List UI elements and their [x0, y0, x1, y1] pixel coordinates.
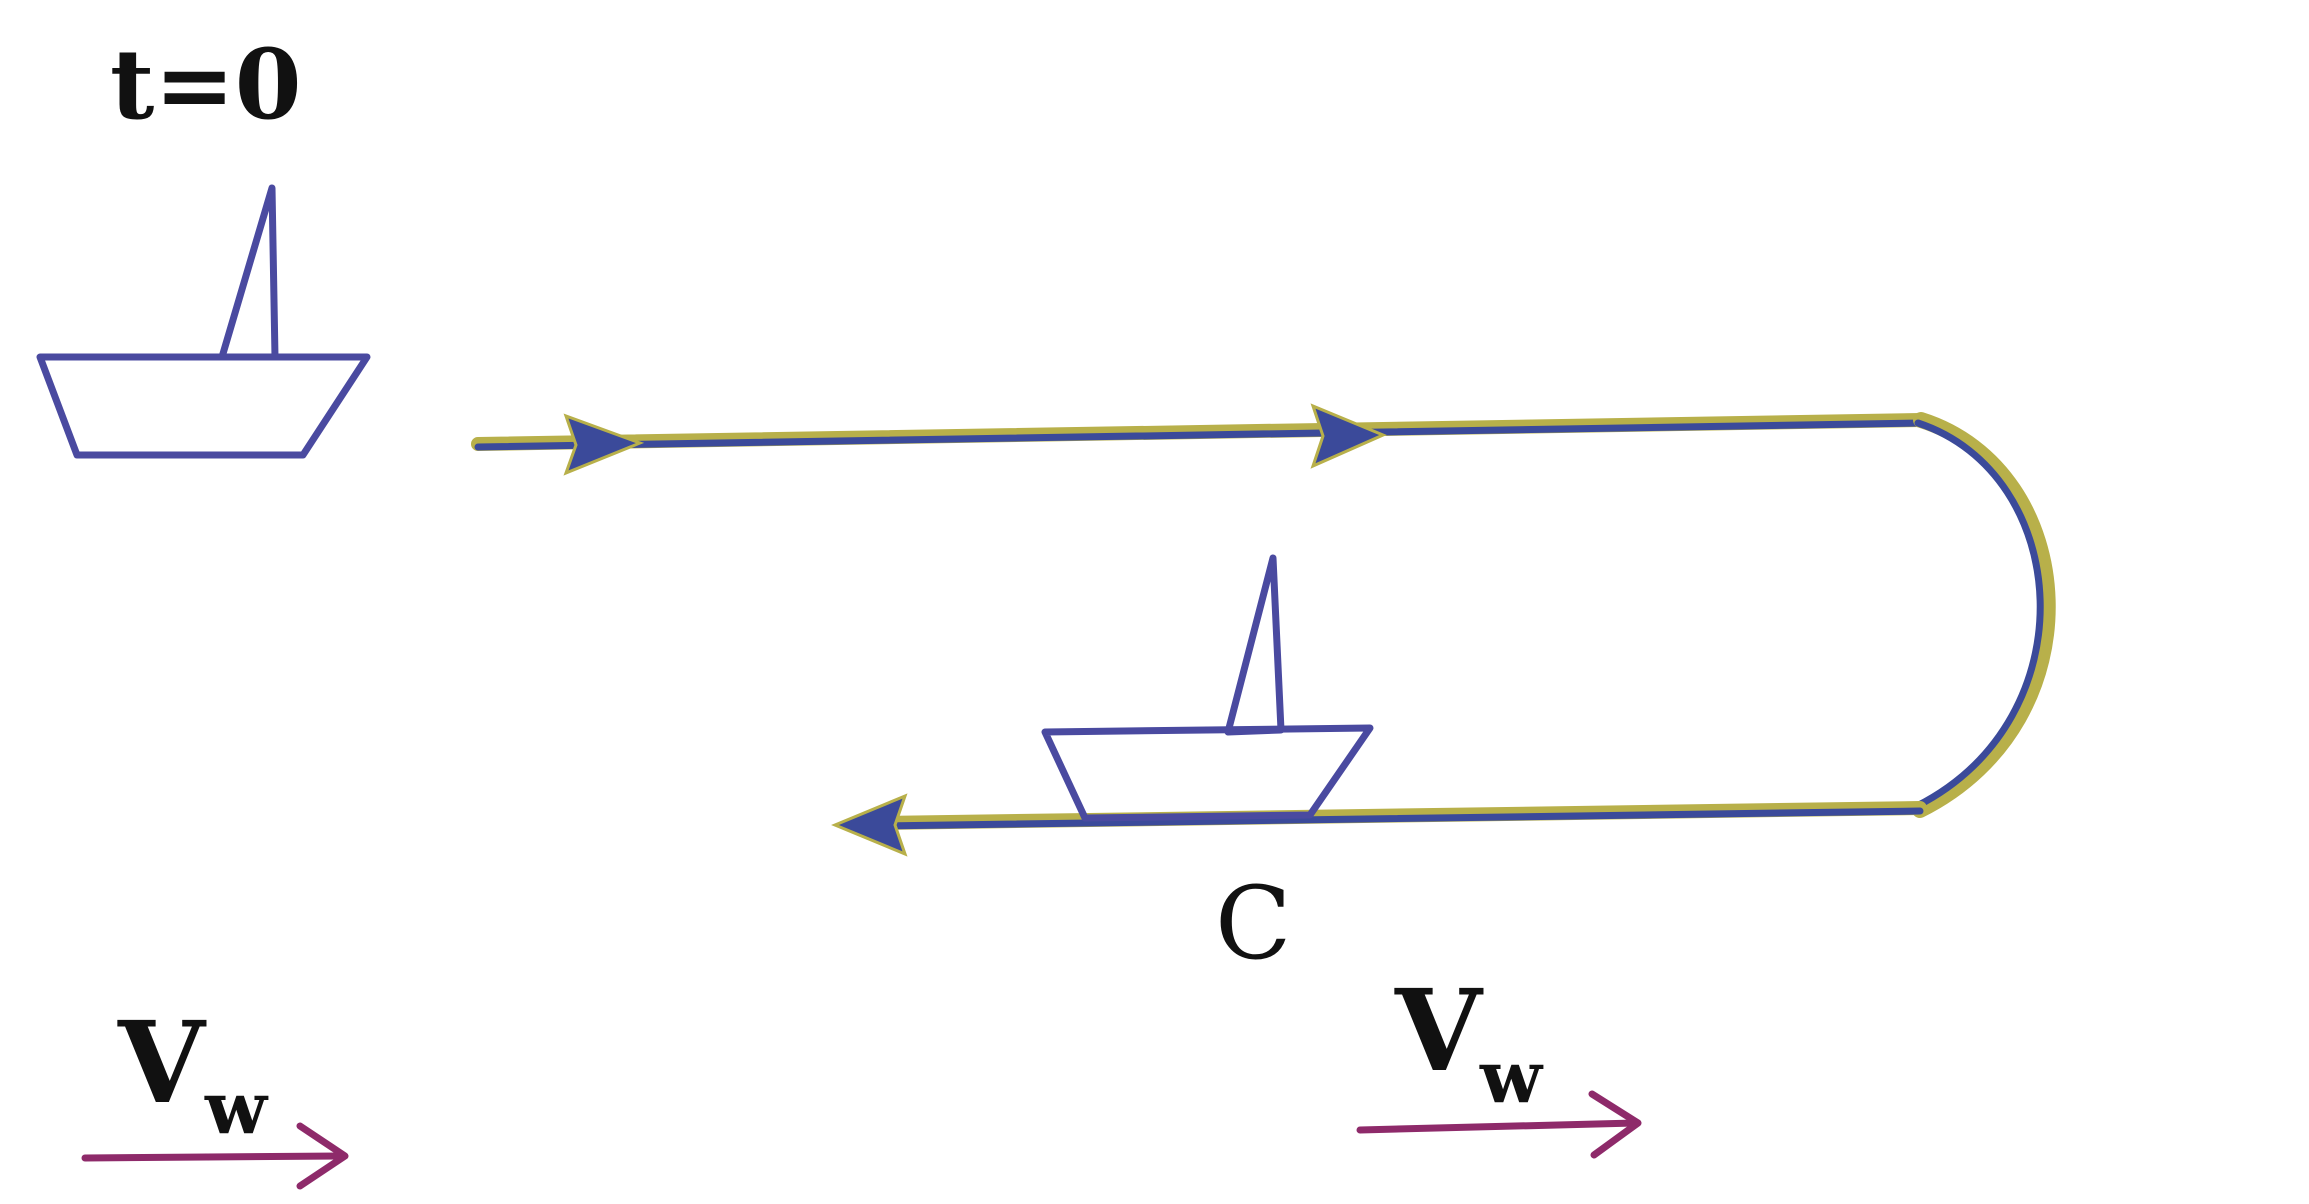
outgoing-arrowhead-2	[1310, 403, 1387, 469]
point-c-label: C	[1215, 865, 1292, 982]
boat-initial-sail	[218, 184, 279, 361]
water-velocity-left: V w	[81, 998, 349, 1190]
turn-curve	[1912, 412, 2056, 818]
return-arrowhead	[831, 793, 908, 857]
outgoing-path	[471, 403, 1928, 476]
water-velocity-right-symbol: V	[1394, 966, 1484, 1097]
water-velocity-right-subscript: w	[1479, 1034, 1544, 1119]
outgoing-arrowhead-1	[563, 413, 645, 476]
water-velocity-left-arrowhead	[296, 1122, 349, 1190]
water-velocity-left-subscript: w	[204, 1065, 269, 1150]
boat-at-c	[1041, 554, 1374, 822]
water-velocity-right: V w	[1356, 966, 1642, 1159]
water-velocity-right-arrowhead	[1588, 1090, 1642, 1159]
boat-initial-hull	[36, 353, 371, 459]
boat-at-c-hull	[1041, 724, 1374, 822]
water-velocity-left-symbol: V	[117, 998, 207, 1129]
time-label: t=0	[110, 28, 302, 141]
return-path	[831, 793, 1927, 857]
boat-initial	[36, 184, 371, 459]
boat-at-c-sail	[1224, 554, 1285, 736]
